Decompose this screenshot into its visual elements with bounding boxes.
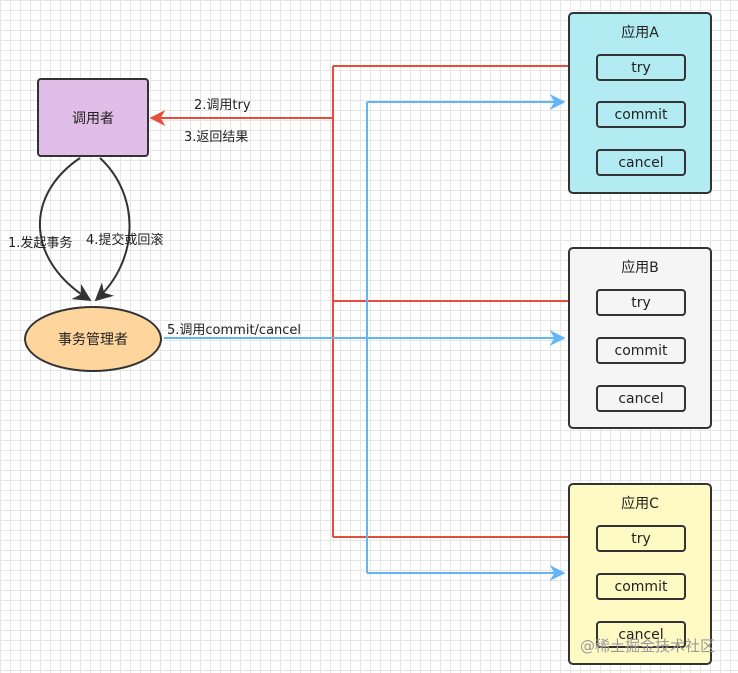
- commit-or-rollback-label: 4.提交或回滚: [86, 233, 164, 248]
- app-c-try-button: try: [596, 525, 686, 552]
- app-c-cancel-button: cancel: [596, 621, 686, 648]
- app-a-box: 应用A try commit cancel: [568, 12, 712, 194]
- caller-node: 调用者: [37, 78, 149, 157]
- app-c-box: 应用C try commit cancel: [568, 483, 712, 665]
- app-b-try-button: try: [596, 289, 686, 316]
- app-a-try-label: try: [631, 59, 651, 76]
- app-b-try-label: try: [631, 294, 651, 311]
- start-transaction-label: 1.发起事务: [8, 236, 73, 251]
- app-a-title: 应用A: [621, 25, 659, 41]
- start-tx-curve: [38, 157, 92, 301]
- app-b-commit-button: commit: [596, 337, 686, 364]
- app-b-commit-label: commit: [614, 342, 668, 359]
- app-b-box: 应用B try commit cancel: [568, 247, 712, 429]
- app-b-title: 应用B: [621, 260, 659, 276]
- app-c-commit-label: commit: [614, 578, 668, 595]
- watermark: @稀土掘金技术社区: [580, 637, 716, 655]
- caller-label: 调用者: [72, 110, 114, 127]
- call-try-label: 2.调用try: [194, 98, 251, 113]
- return-result-label: 3.返回结果: [184, 130, 249, 145]
- app-c-commit-button: commit: [596, 573, 686, 600]
- app-c-title: 应用C: [621, 496, 659, 512]
- app-c-cancel-label: cancel: [618, 626, 664, 643]
- app-a-cancel-button: cancel: [596, 149, 686, 176]
- app-b-cancel-label: cancel: [618, 390, 664, 407]
- app-a-cancel-label: cancel: [618, 154, 664, 171]
- app-b-cancel-button: cancel: [596, 385, 686, 412]
- app-a-try-button: try: [596, 54, 686, 81]
- call-commit-cancel-label: 5.调用commit/cancel: [167, 323, 302, 338]
- app-c-try-label: try: [631, 530, 651, 547]
- transaction-manager-node: 事务管理者: [24, 306, 162, 372]
- app-a-commit-button: commit: [596, 101, 686, 128]
- transaction-manager-label: 事务管理者: [58, 332, 128, 348]
- app-a-commit-label: commit: [614, 106, 668, 123]
- commit-rollback-curve: [94, 157, 131, 302]
